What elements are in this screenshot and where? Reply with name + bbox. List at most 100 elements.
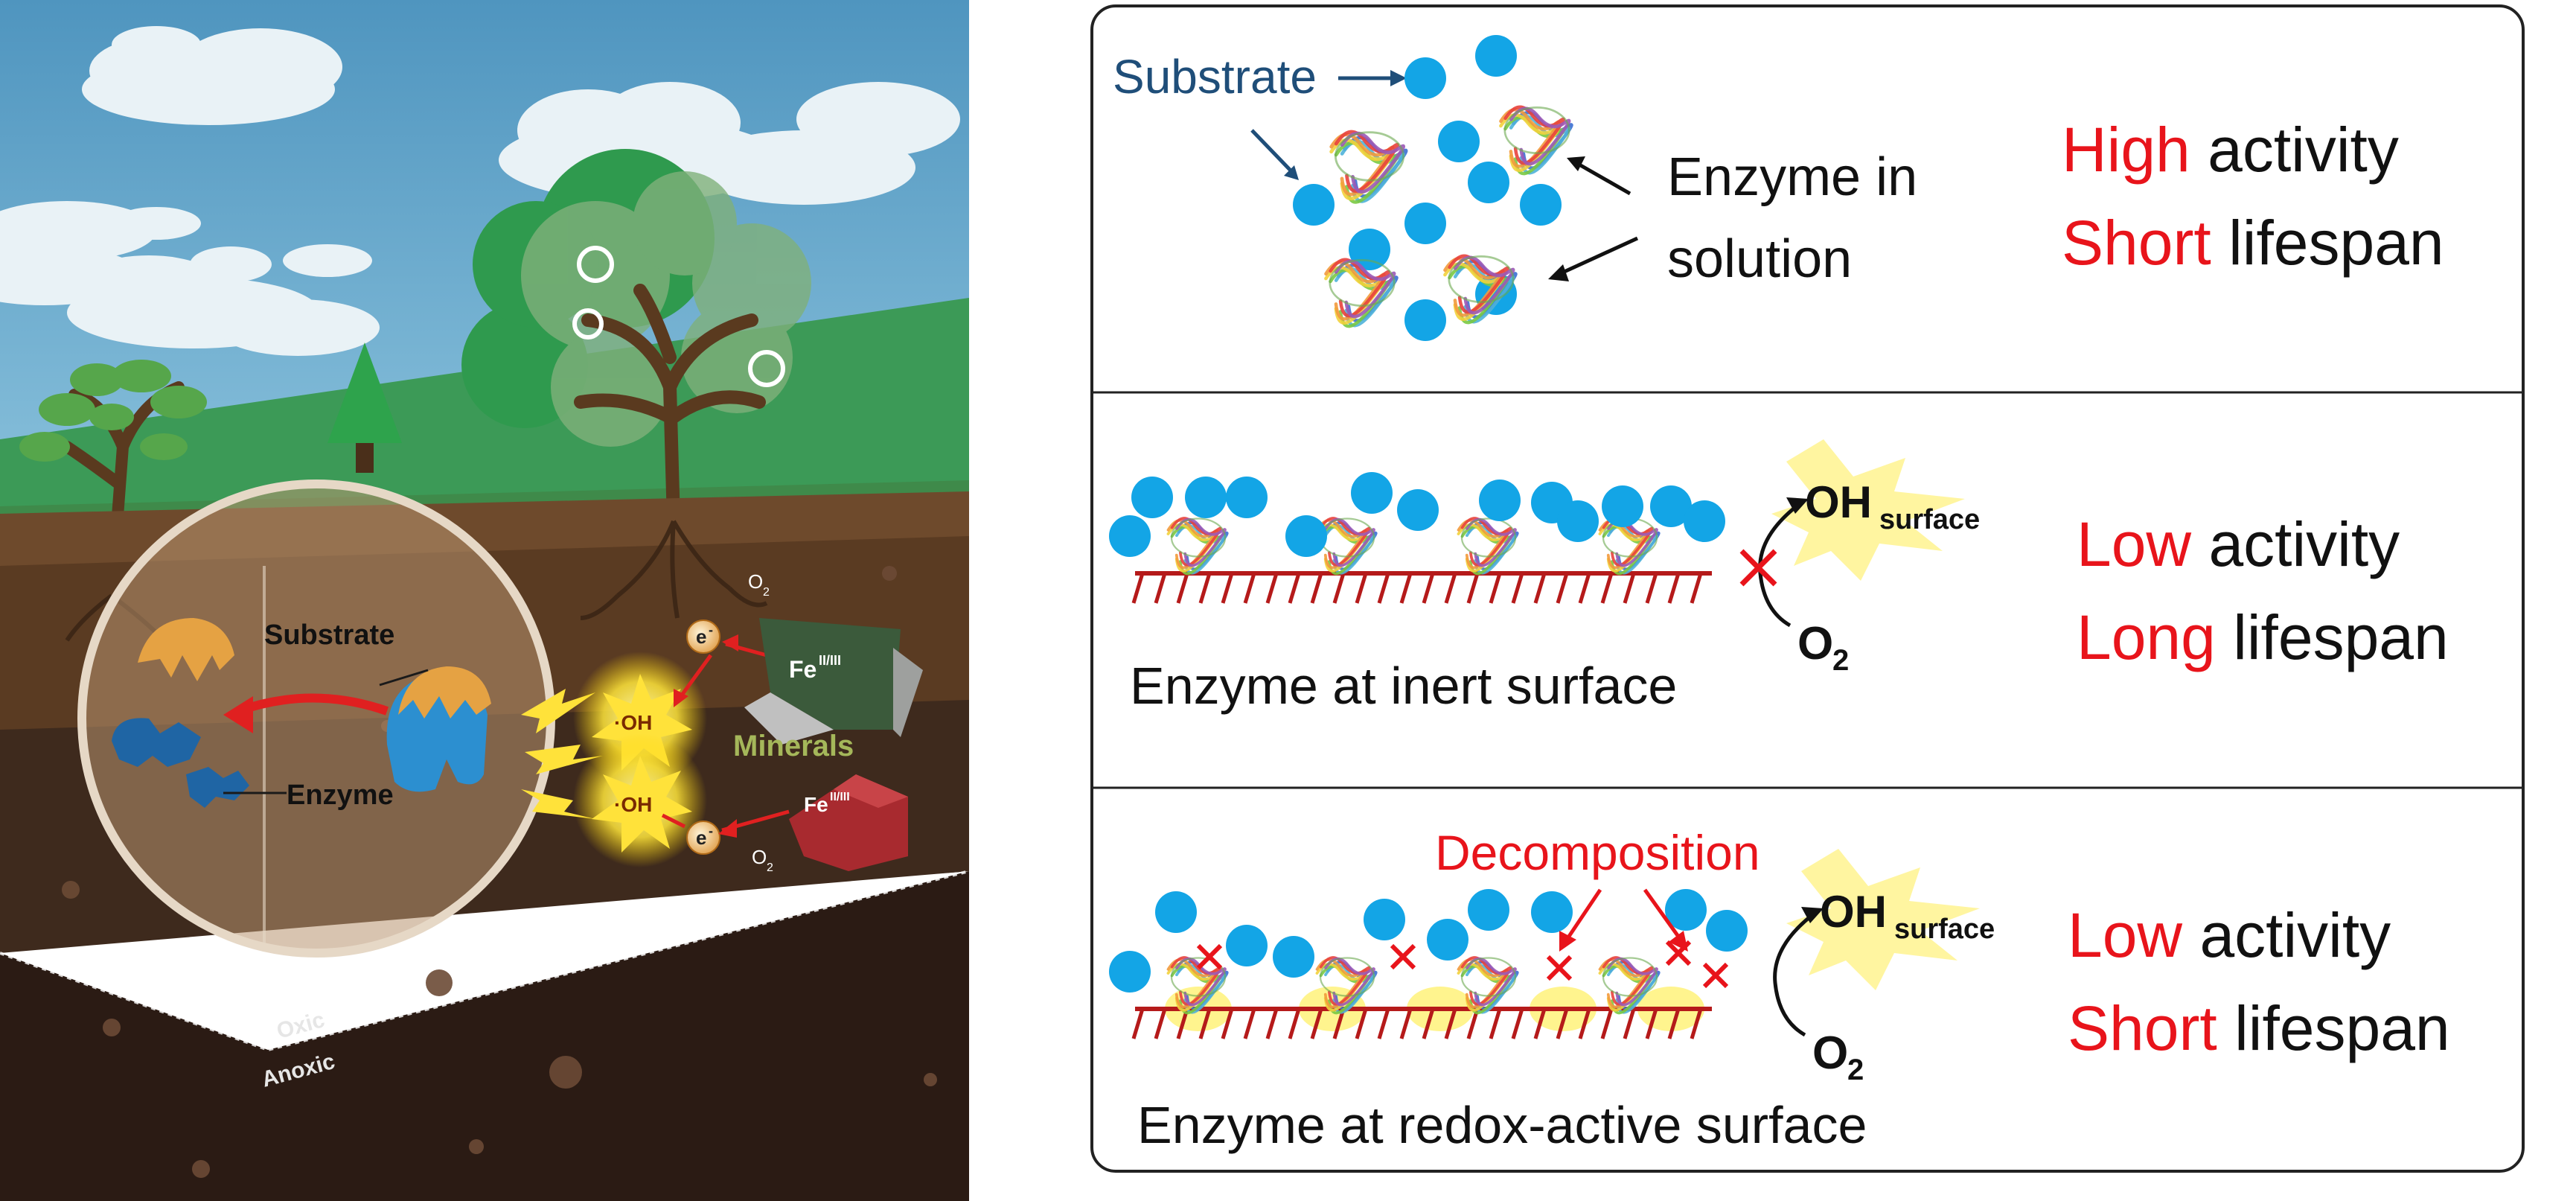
surface-tick <box>1131 573 1145 604</box>
o2-label-inert: O 2 <box>1797 618 1849 677</box>
svg-text:O: O <box>1797 618 1833 669</box>
surface-tick <box>1310 573 1323 604</box>
panel-solution: Substrate Enzyme in solution High activi… <box>1113 35 2444 341</box>
surface-tick <box>1221 573 1234 604</box>
pine-tree <box>327 343 402 443</box>
surface-tick <box>1221 1008 1234 1039</box>
surface-tick <box>1444 573 1457 604</box>
activity-redox: Low activity <box>2068 900 2391 970</box>
surface-tick <box>1243 1008 1256 1039</box>
surface-tick <box>1154 573 1167 604</box>
substrate-molecule <box>1706 910 1748 952</box>
electron-upper: e - <box>686 619 720 654</box>
enzyme-structure <box>1598 956 1661 1015</box>
substrate-molecule <box>1475 35 1517 77</box>
surface-tick <box>1623 1008 1636 1039</box>
surface-tick <box>1511 1008 1524 1039</box>
svg-text:surface: surface <box>1879 504 1980 535</box>
svg-text:2: 2 <box>1832 644 1849 677</box>
enzyme-fragment <box>112 718 201 767</box>
substrate-molecule <box>1226 477 1268 518</box>
enzyme-structure <box>1315 956 1378 1015</box>
big-tree <box>461 149 811 528</box>
damage-marks <box>1196 940 1729 989</box>
svg-text:II/III: II/III <box>830 791 850 803</box>
mineral-green: Fe II/III <box>744 618 923 745</box>
blocked-x-inert <box>1739 549 1777 587</box>
mineral-red: Fe II/III <box>789 774 908 871</box>
svg-text:2: 2 <box>767 861 773 874</box>
surface-tick <box>1355 573 1368 604</box>
damage-x-mark <box>1196 943 1223 970</box>
comparison-panels: Substrate Enzyme in solution High activi… <box>1090 4 2525 1173</box>
lifespan-solution: Short lifespan <box>2062 208 2444 278</box>
svg-text:O: O <box>1812 1028 1848 1079</box>
substrate-molecule <box>1404 57 1446 99</box>
panel-frame <box>1090 4 2525 1173</box>
surface-tick <box>1377 1008 1390 1039</box>
surface-tick <box>1399 1008 1413 1039</box>
activity-inert: Low activity <box>2077 509 2400 579</box>
scenario-redox: Enzyme at redox-active surface <box>1137 1096 1867 1154</box>
surface-tick <box>1600 573 1614 604</box>
surface-tick <box>1556 1008 1569 1039</box>
substrate-molecule <box>1520 184 1562 226</box>
substrate-molecule <box>1109 515 1151 557</box>
surface-tick <box>1332 1008 1346 1039</box>
enzyme-structure <box>1499 105 1573 176</box>
o2-label-lower: O 2 <box>752 846 773 874</box>
substrate-molecule <box>1684 500 1725 542</box>
lifespan-redox: Short lifespan <box>2068 993 2450 1063</box>
substrate-molecule <box>1185 477 1227 518</box>
substrate-molecule <box>1404 203 1446 244</box>
surface-tick <box>1489 1008 1502 1039</box>
o2-label-upper: O 2 <box>748 570 770 599</box>
oh-burst-redox <box>1786 849 1980 990</box>
oh-burst-inert <box>1771 439 1965 581</box>
surface-tick <box>1623 573 1636 604</box>
svg-text:-: - <box>709 824 713 838</box>
surface-tick <box>1176 573 1189 604</box>
electron-lower: e - <box>686 821 720 855</box>
oh-label-upper: ·OH <box>614 711 652 734</box>
surface-tick <box>1265 573 1279 604</box>
surface-tick <box>1667 573 1681 604</box>
substrate-molecules <box>1109 472 1725 557</box>
surface-tick <box>1667 1008 1681 1039</box>
substrate-molecule <box>1131 477 1173 518</box>
surface-tick <box>1131 1008 1145 1039</box>
enzyme-structure <box>1457 517 1519 576</box>
svg-text:surface: surface <box>1894 914 1995 945</box>
surface-tick <box>1332 573 1346 604</box>
svg-text:2: 2 <box>1847 1054 1864 1086</box>
substrate-molecule <box>1109 951 1151 993</box>
surface-enzymes <box>1166 956 1661 1015</box>
surface-tick <box>1600 1008 1614 1039</box>
substrate-molecule <box>1557 500 1599 542</box>
surface-tick <box>1288 573 1301 604</box>
surface-tick <box>1489 573 1502 604</box>
svg-text:O: O <box>748 570 763 593</box>
substrate-molecule <box>1293 184 1335 226</box>
panel-redox-surface: Decomposition ·OH surface O 2 Enzyme at … <box>1109 825 2450 1154</box>
substrate-molecule <box>1404 299 1446 341</box>
panel-inert-surface: ·OH surface O 2 Enzyme at inert surface … <box>1109 439 2449 715</box>
svg-text:2: 2 <box>763 586 770 599</box>
scenario-inert: Enzyme at inert surface <box>1130 657 1677 715</box>
surface-tick <box>1243 573 1256 604</box>
deep-soil <box>0 871 969 1201</box>
substrate-molecule <box>1364 899 1405 940</box>
svg-text:Fe: Fe <box>804 793 828 816</box>
svg-text:II/III: II/III <box>819 653 841 668</box>
substrate-molecule <box>1427 919 1468 961</box>
substrate-molecule <box>1397 489 1439 531</box>
substrate-molecule <box>1438 121 1480 162</box>
surface-tick <box>1198 1008 1212 1039</box>
minerals-label: Minerals <box>733 730 854 762</box>
substrate-molecule <box>1665 889 1707 931</box>
surface-tick <box>1533 1008 1547 1039</box>
substrate-molecule <box>1531 891 1573 933</box>
surface-tick <box>1690 1008 1703 1039</box>
substrate-molecule <box>1602 485 1643 527</box>
